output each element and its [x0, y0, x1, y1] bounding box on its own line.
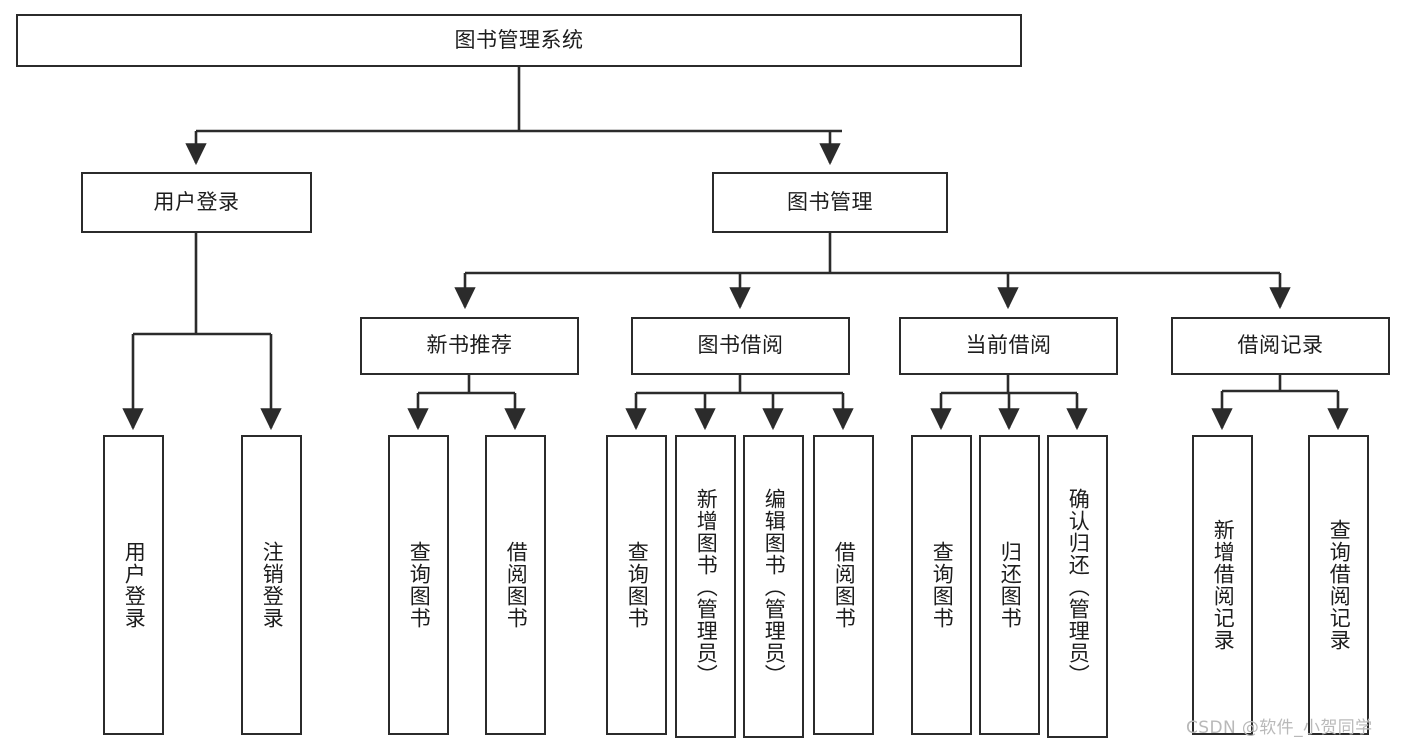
leaf-query-borrow-record[interactable]: 查询借阅记录 — [1308, 435, 1369, 735]
node-label: 新增图书（管理员） — [694, 487, 719, 686]
leaf-user-login[interactable]: 用户登录 — [103, 435, 164, 735]
node-current-borrow[interactable]: 当前借阅 — [899, 317, 1118, 375]
leaf-add-borrow-record[interactable]: 新增借阅记录 — [1192, 435, 1253, 735]
leaf-return-book[interactable]: 归还图书 — [979, 435, 1040, 735]
leaf-query-book-current[interactable]: 查询图书 — [911, 435, 972, 735]
leaf-borrow-book-new-book[interactable]: 借阅图书 — [485, 435, 546, 735]
node-user-login[interactable]: 用户登录 — [81, 172, 312, 233]
leaf-borrow-book-borrow[interactable]: 借阅图书 — [813, 435, 874, 735]
node-label: 当前借阅 — [965, 333, 1052, 358]
node-label: 用户登录 — [153, 189, 240, 214]
node-label: 归还图书 — [998, 541, 1023, 629]
leaf-confirm-return-admin[interactable]: 确认归还（管理员） — [1047, 435, 1108, 738]
node-label: 查询图书 — [930, 541, 955, 629]
node-label: 图书管理 — [787, 189, 873, 214]
node-label: 查询借阅记录 — [1327, 519, 1352, 651]
node-label: 借阅图书 — [504, 541, 529, 629]
node-borrow-record[interactable]: 借阅记录 — [1171, 317, 1390, 375]
leaf-query-book-new-book[interactable]: 查询图书 — [388, 435, 449, 735]
node-label: 确认归还（管理员） — [1066, 487, 1091, 686]
leaf-query-book-borrow[interactable]: 查询图书 — [606, 435, 667, 735]
node-label: 借阅图书 — [832, 541, 857, 629]
node-label: 用户登录 — [122, 541, 147, 629]
csdn-watermark: CSDN @软件_小贺同学 — [1186, 718, 1373, 738]
node-book-borrow[interactable]: 图书借阅 — [631, 317, 850, 375]
node-book-management[interactable]: 图书管理 — [712, 172, 948, 233]
node-label: 图书借阅 — [697, 333, 784, 358]
node-new-book-recommend[interactable]: 新书推荐 — [360, 317, 579, 375]
leaf-logout[interactable]: 注销登录 — [241, 435, 302, 735]
node-label: 借阅记录 — [1237, 333, 1324, 358]
node-label: 图书管理系统 — [454, 27, 584, 52]
node-book-management-system[interactable]: 图书管理系统 — [16, 14, 1022, 67]
node-label: 新增借阅记录 — [1211, 519, 1236, 651]
leaf-edit-book-admin[interactable]: 编辑图书（管理员） — [743, 435, 804, 738]
leaf-add-book-admin[interactable]: 新增图书（管理员） — [675, 435, 736, 738]
node-label: 查询图书 — [407, 541, 432, 629]
node-label: 查询图书 — [625, 541, 650, 629]
node-label: 编辑图书（管理员） — [762, 487, 787, 686]
node-label: 新书推荐 — [426, 333, 513, 358]
node-label: 注销登录 — [260, 541, 285, 629]
